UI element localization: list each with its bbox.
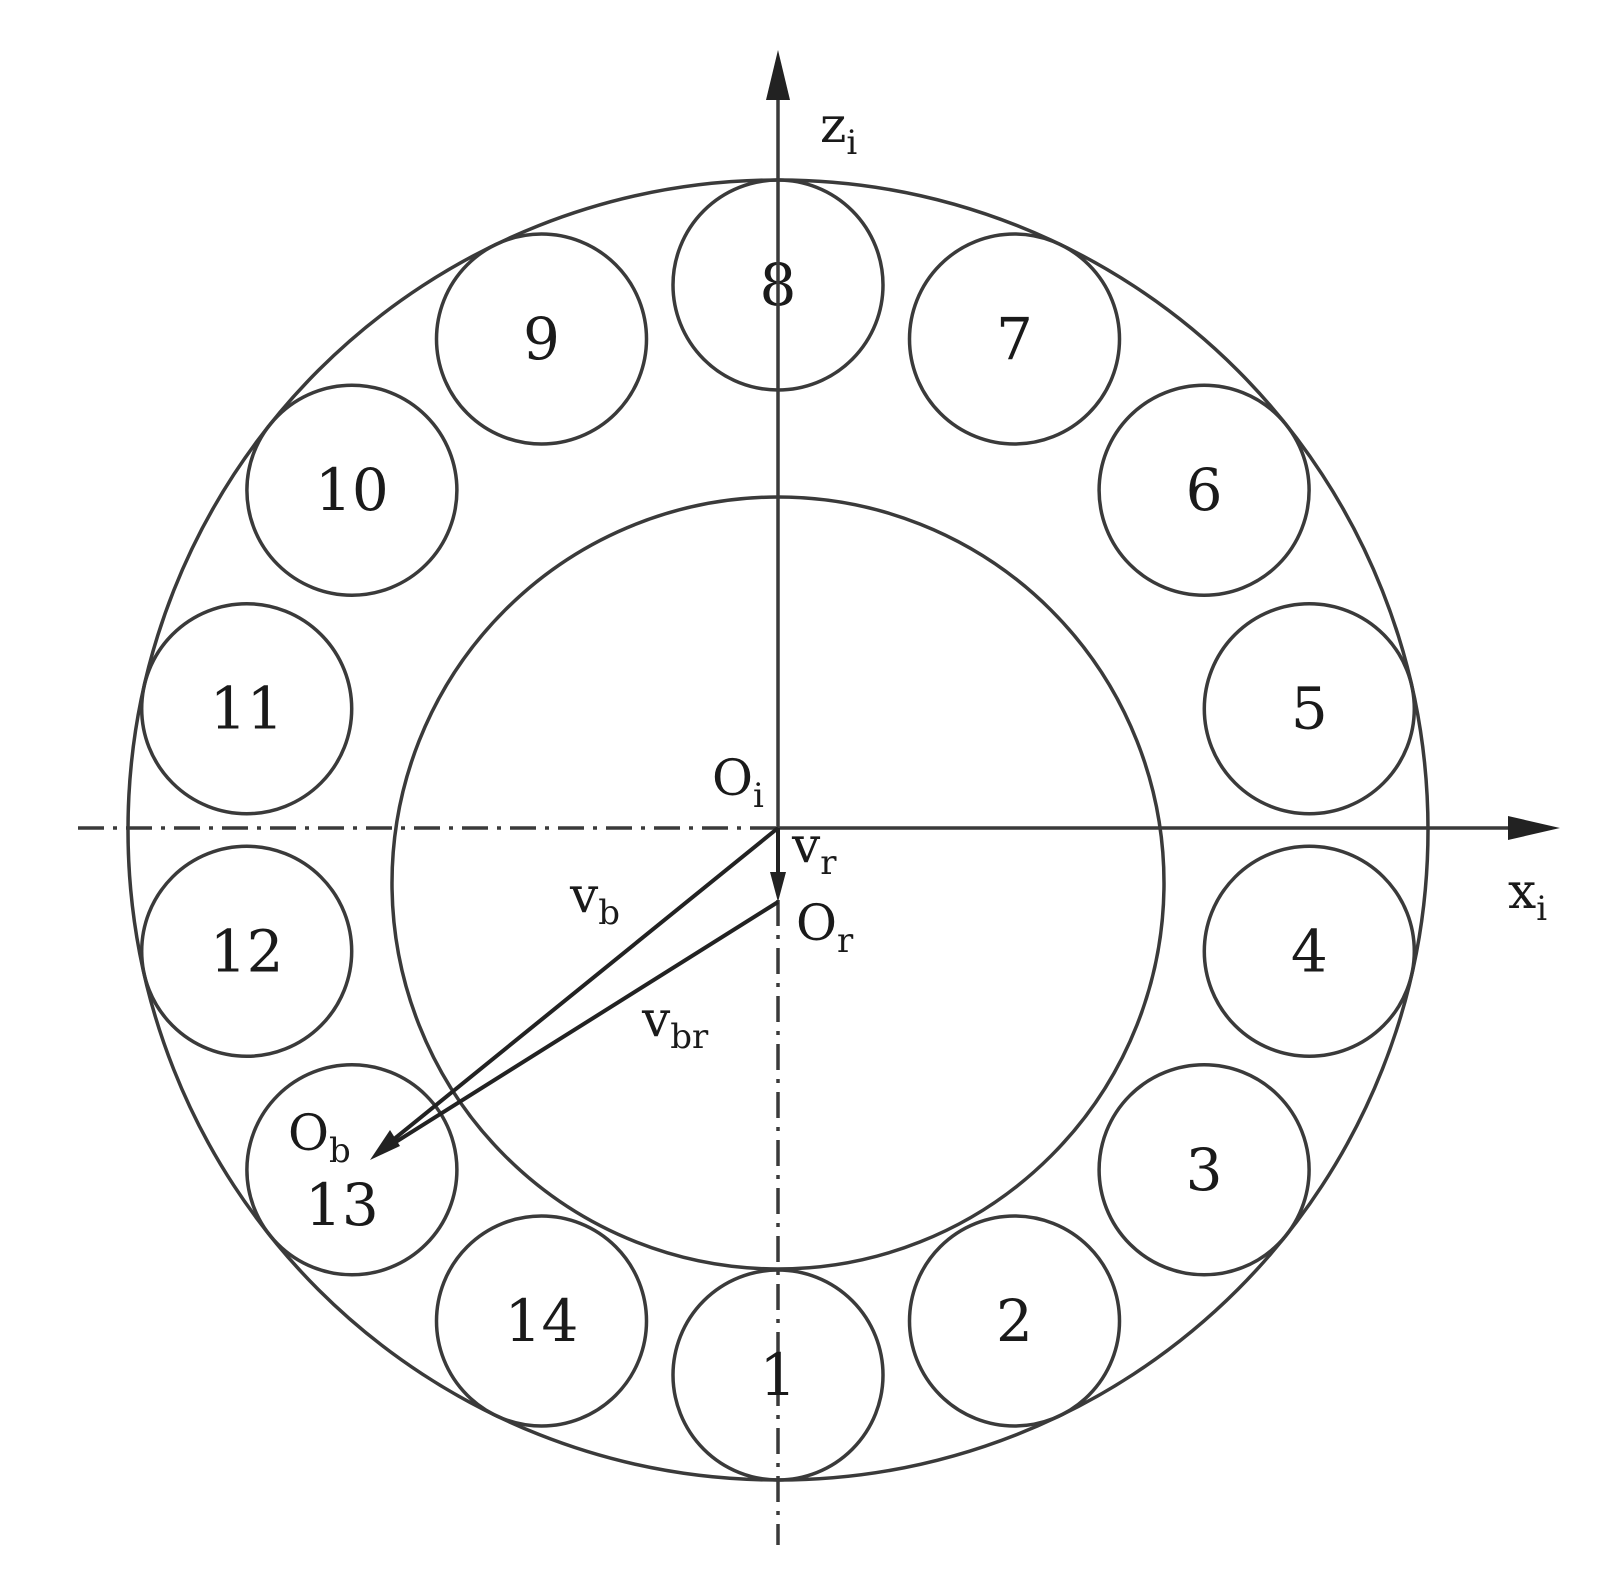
origin-ring-label: Or [796, 894, 854, 961]
ball-13 [245, 1063, 459, 1277]
ball-2-label: 2 [996, 1287, 1033, 1355]
vector-vb-line [381, 826, 780, 1150]
vector-vb-label: vb [569, 866, 620, 933]
vector-vr-label: vr [791, 816, 837, 883]
vector-vr-arrowhead [770, 872, 786, 902]
ball-9-label: 9 [523, 305, 560, 373]
z-axis-arrowhead [766, 50, 790, 100]
ball-1 [671, 1268, 885, 1482]
x-axis-arrowhead [1508, 816, 1560, 840]
ball-4 [1202, 844, 1417, 1059]
ball-3-label: 3 [1186, 1136, 1223, 1204]
ball-11 [139, 601, 354, 816]
x-axis-label: xi [1508, 862, 1547, 929]
ball-3 [1097, 1063, 1311, 1277]
ball-14 [434, 1214, 649, 1428]
ball-12 [139, 844, 354, 1059]
ball-6 [1097, 383, 1311, 597]
origin-ball-label: Ob [288, 1104, 351, 1171]
vector-vbr-label: vbr [641, 990, 709, 1057]
vector-vb-arrowhead [370, 1130, 400, 1160]
vector-vbr-line [381, 900, 780, 1152]
ball-10 [245, 383, 459, 597]
ball-7-label: 7 [996, 305, 1033, 373]
ball-10-label: 10 [315, 456, 389, 524]
ball-5 [1202, 601, 1417, 816]
ball-7 [907, 232, 1122, 446]
ball-4-label: 4 [1291, 917, 1328, 985]
ball-13-label: 13 [305, 1171, 379, 1239]
ball-1-label: 1 [760, 1341, 797, 1409]
ball-6-label: 6 [1186, 456, 1223, 524]
ball-2 [907, 1214, 1122, 1428]
ball-11-label: 11 [210, 675, 284, 743]
ball-9 [434, 232, 649, 446]
ball-14-label: 14 [505, 1287, 579, 1355]
ball-5-label: 5 [1291, 675, 1328, 743]
z-axis-label: zi [820, 96, 857, 163]
origin-inner-label: Oi [712, 749, 764, 816]
ball-12-label: 12 [210, 917, 284, 985]
